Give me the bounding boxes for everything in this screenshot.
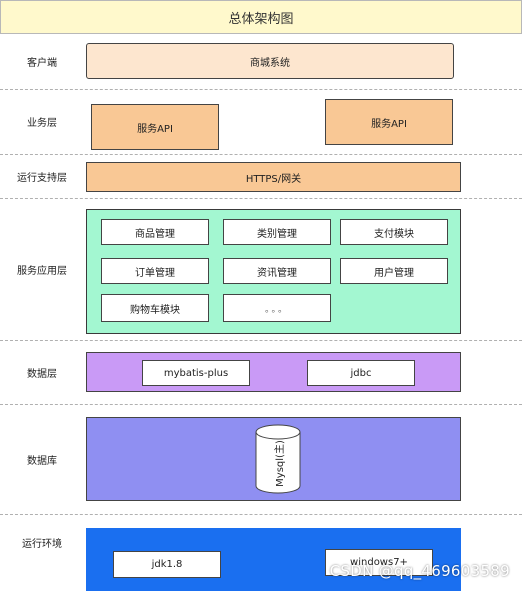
service-api-box-left: 服务API xyxy=(91,104,219,150)
client-mall-system-box: 商城系统 xyxy=(86,43,454,79)
layer-label-environment: 运行环境 xyxy=(22,539,62,550)
layer-label-data: 数据层 xyxy=(27,368,57,380)
mybatis-plus-box: mybatis-plus xyxy=(142,360,250,386)
layer-divider xyxy=(0,89,522,90)
layer-divider xyxy=(0,514,522,515)
layer-divider xyxy=(0,404,522,405)
layer-label-runtime-support: 运行支持层 xyxy=(17,172,67,184)
mysql-label: Mysql(主) xyxy=(274,439,286,487)
layer-divider xyxy=(0,340,522,341)
module-shopping-cart: 购物车模块 xyxy=(101,294,209,322)
jdbc-box: jdbc xyxy=(307,360,415,386)
module-category-management: 类别管理 xyxy=(223,219,331,245)
layer-divider xyxy=(0,154,522,155)
layer-label-business: 业务层 xyxy=(27,118,57,129)
mysql-cylinder: Mysql(主) xyxy=(255,424,301,494)
service-api-box-right: 服务API xyxy=(325,99,453,145)
module-ellipsis: 。。。 xyxy=(223,294,331,322)
layer-label-database: 数据库 xyxy=(27,455,57,467)
jdk-box: jdk1.8 xyxy=(113,551,221,578)
module-user-management: 用户管理 xyxy=(340,258,448,284)
diagram-title: 总体架构图 xyxy=(0,0,522,34)
layer-label-service-app: 服务应用层 xyxy=(17,265,67,277)
database-cylinder-icon xyxy=(255,424,301,494)
module-payment: 支付模块 xyxy=(340,219,448,245)
https-gateway-box: HTTPS/网关 xyxy=(86,162,461,192)
layer-divider xyxy=(0,198,522,199)
layer-label-client: 客户端 xyxy=(27,58,57,69)
module-news-management: 资讯管理 xyxy=(223,258,331,284)
module-product-management: 商品管理 xyxy=(101,219,209,245)
csdn-watermark: CSDN @qq_469603589 xyxy=(329,562,510,580)
windows-box: windows7+ xyxy=(325,549,433,576)
module-order-management: 订单管理 xyxy=(101,258,209,284)
